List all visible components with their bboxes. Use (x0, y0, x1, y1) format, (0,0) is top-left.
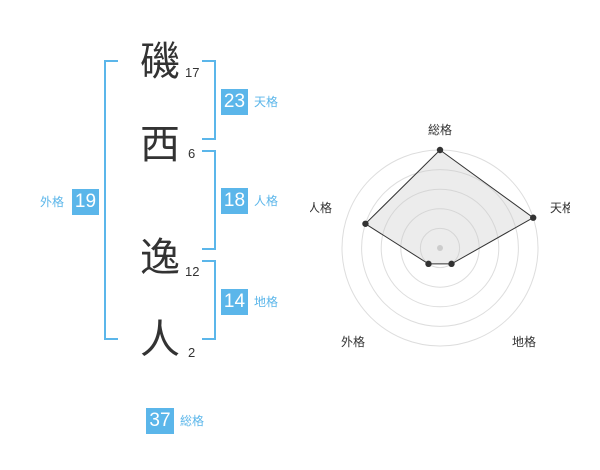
radar-point (448, 260, 455, 268)
jinkaku-bracket (202, 150, 216, 250)
radar-point (425, 260, 432, 268)
radar-label-soukaku: 総格 (428, 122, 452, 137)
chikaku-label: 地格 (254, 295, 279, 309)
gaikaku-badge: 19 (72, 189, 99, 215)
jinkaku-label: 人格 (254, 194, 279, 208)
jinkaku-badge: 18 (221, 188, 248, 214)
radar-ring (419, 227, 461, 269)
radar-label-gaikaku: 外格 (341, 334, 365, 349)
radar-area (364, 149, 535, 265)
stroke-count-2: 6 (188, 146, 196, 161)
soukaku-badge: 37 (146, 408, 174, 434)
tenkaku-label: 天格 (254, 95, 279, 109)
tenkaku-badge: 23 (221, 89, 248, 115)
gaikaku-label: 外格 (40, 195, 65, 209)
gaikaku-bracket (104, 60, 118, 340)
radar-chart: 総格 天格 地格 外格 人格 (310, 122, 570, 349)
name-char-3: 逸 (140, 235, 180, 281)
radar-point (436, 146, 444, 154)
radar-label-chikaku: 地格 (512, 334, 536, 349)
stroke-count-1: 17 (185, 65, 200, 80)
chikaku-bracket (202, 260, 216, 340)
radar-point (530, 214, 537, 221)
chikaku-badge: 14 (221, 289, 248, 315)
tenkaku-bracket (202, 60, 216, 140)
name-char-4: 人 (140, 317, 180, 363)
name-char-1: 磯 (140, 39, 180, 85)
radar-center (437, 245, 443, 251)
radar-label-tenkaku: 天格 (550, 200, 570, 215)
radar-ring (380, 188, 500, 308)
name-char-2: 西 (140, 122, 180, 168)
stroke-count-3: 12 (185, 264, 200, 279)
radar-points (362, 146, 537, 268)
radar-point (362, 220, 369, 227)
radar-label-jinkaku: 人格 (310, 200, 332, 215)
soukaku-label: 総格 (180, 414, 205, 428)
stroke-count-4: 2 (188, 345, 196, 360)
radar-ring (361, 169, 519, 327)
